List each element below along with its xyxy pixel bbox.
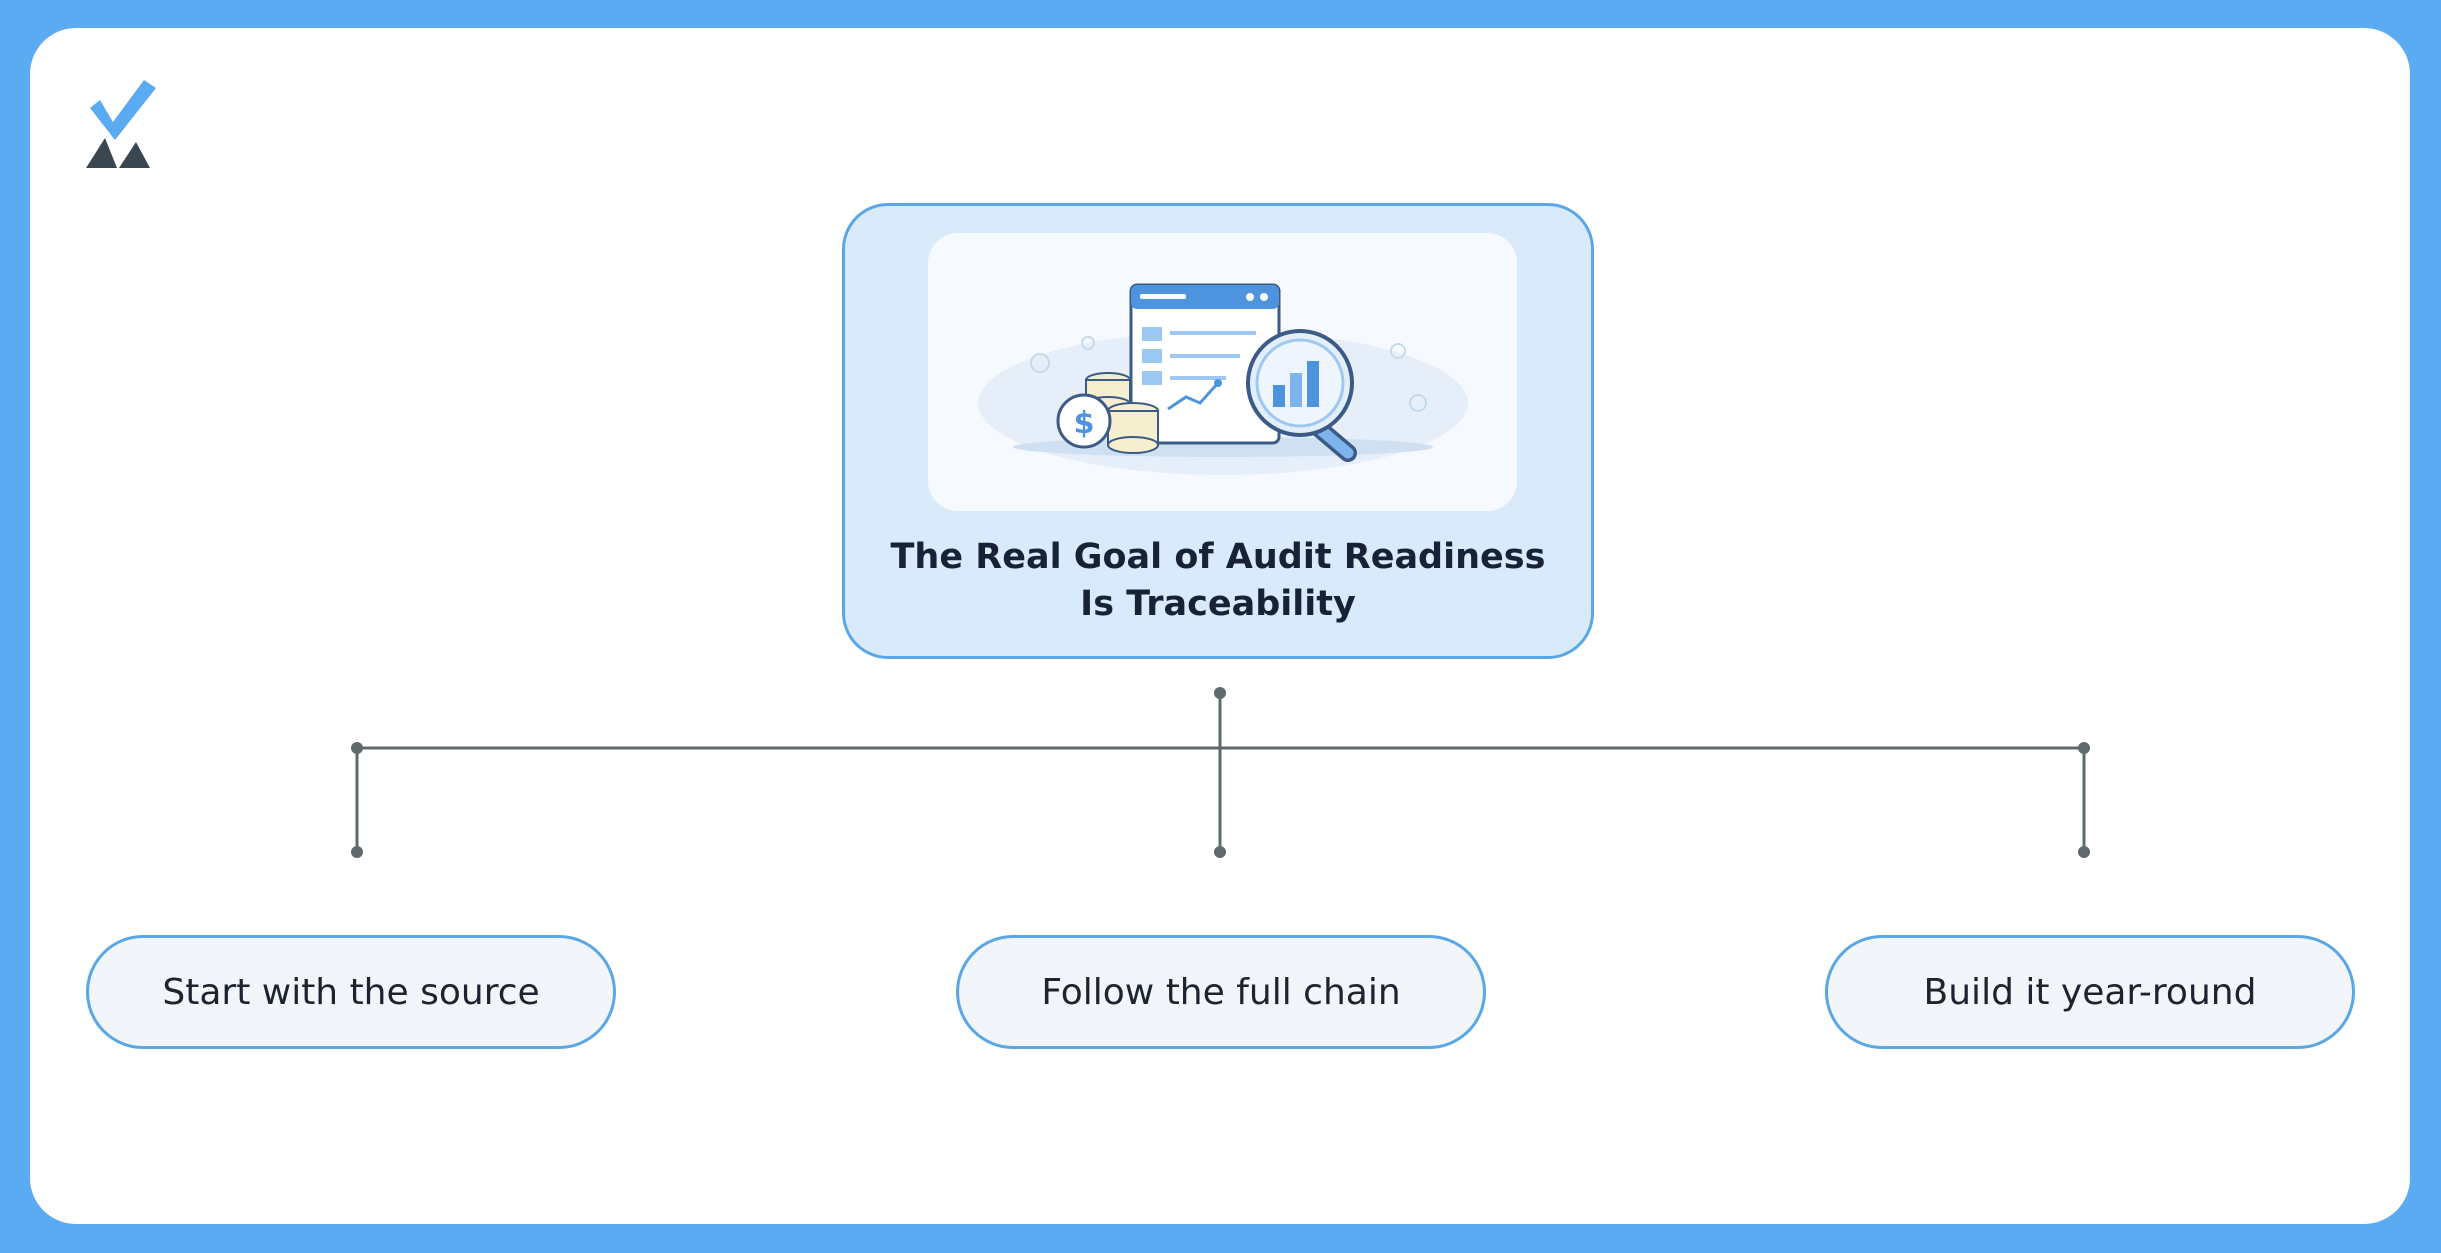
connector-dot: [2078, 742, 2090, 754]
connector-dot: [2078, 846, 2090, 858]
root-node-title: The Real Goal of Audit Readiness Is Trac…: [890, 537, 1546, 624]
connector-dot: [1214, 846, 1226, 858]
connector-dot: [351, 742, 363, 754]
branch-node-follow-full-chain: Follow the full chain: [956, 935, 1486, 1049]
connector-dot: [1214, 687, 1226, 699]
svg-text:$: $: [1074, 406, 1095, 441]
illustration-panel: $: [928, 233, 1517, 511]
root-node: $ The Real Goal of Audit Readiness Is Tr…: [842, 203, 1594, 659]
audit-report-magnifier-coins-illustration: $: [978, 283, 1468, 475]
branch-node-build-year-round: Build it year-round: [1825, 935, 2355, 1049]
branch-node-start-with-source: Start with the source: [86, 935, 616, 1049]
checkmark-logo-icon: [86, 80, 156, 168]
connector-dot: [351, 846, 363, 858]
branch-label: Build it year-round: [1923, 971, 2257, 1013]
branch-label: Follow the full chain: [1041, 971, 1401, 1013]
branch-label: Start with the source: [162, 971, 540, 1013]
